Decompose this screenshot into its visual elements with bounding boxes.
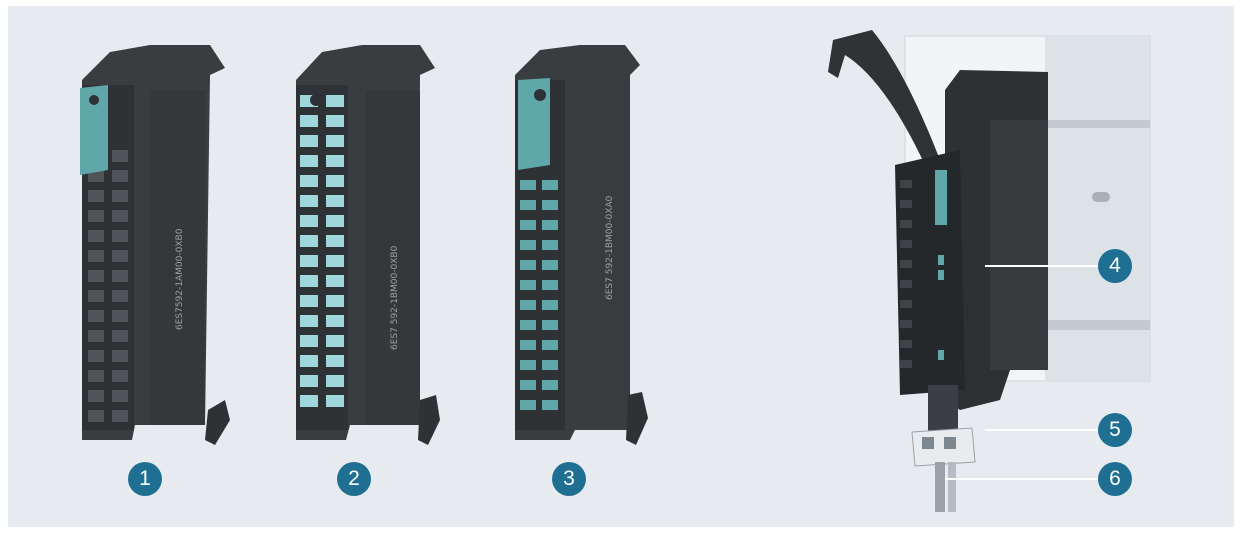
front-connector-3: 6ES7 592-1BM00-0XA0 bbox=[515, 45, 648, 445]
callout-5: 5 bbox=[1098, 413, 1132, 447]
callout-3: 3 bbox=[552, 462, 586, 496]
callout-2: 2 bbox=[337, 462, 371, 496]
front-connector-1: 6ES7592-1AM00-0XB0 bbox=[80, 45, 230, 445]
clip-accent-3 bbox=[518, 78, 550, 170]
front-connector-2: 6ES7 592-1BM00-0XB0 bbox=[296, 45, 440, 445]
callout-4: 4 bbox=[1098, 249, 1132, 283]
callout-6: 6 bbox=[1098, 462, 1132, 496]
clip-accent-1 bbox=[80, 85, 108, 175]
module-label-1: 6ES7592-1AM00-0XB0 bbox=[175, 228, 185, 330]
callout-1: 1 bbox=[128, 462, 162, 496]
module-label-3: 6ES7 592-1BM00-0XA0 bbox=[605, 195, 615, 300]
module-label-2: 6ES7 592-1BM00-0XB0 bbox=[390, 245, 400, 350]
leader-lines bbox=[945, 265, 1098, 480]
mounted-assembly bbox=[828, 30, 1151, 512]
